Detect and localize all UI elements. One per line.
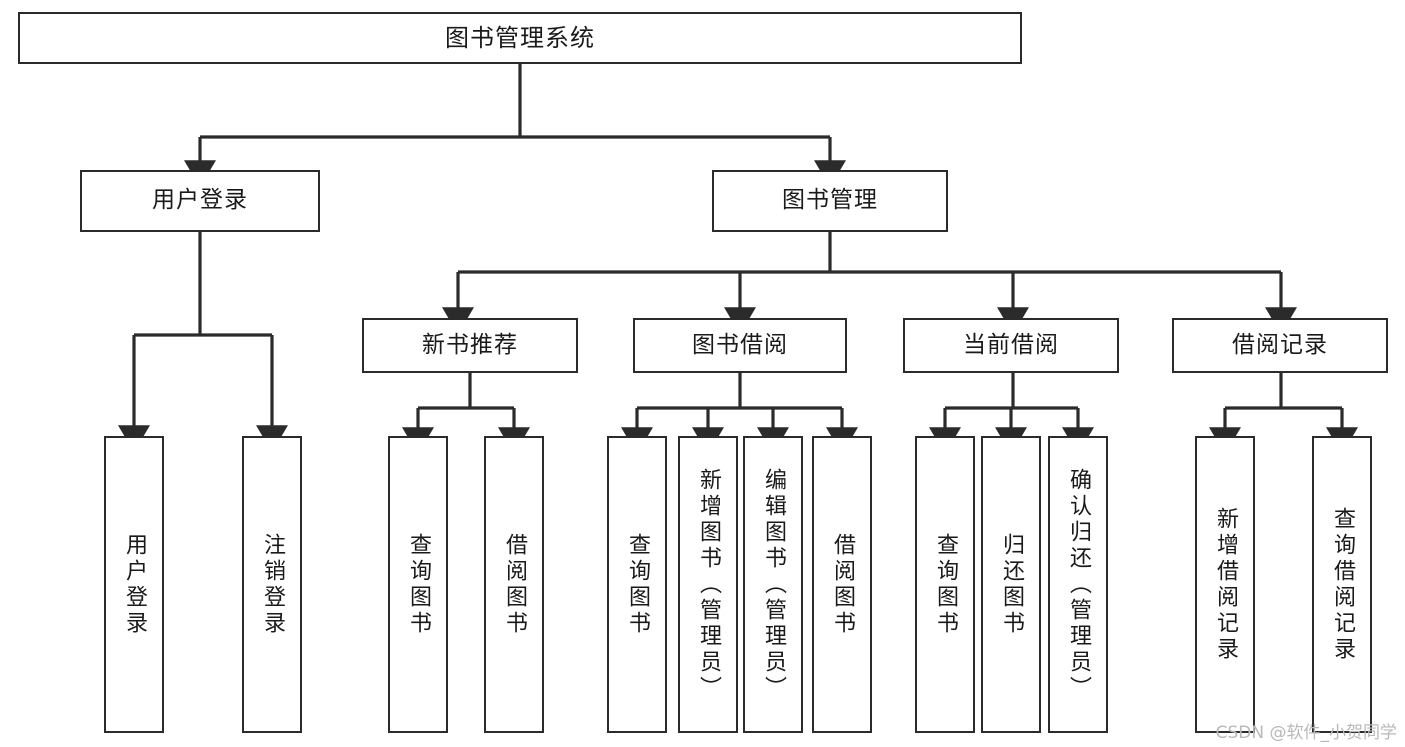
- node-book-borrow[interactable]: 图书借阅: [633, 318, 847, 373]
- node-label: 借阅图书: [830, 532, 855, 637]
- node-label: 查询借阅记录: [1330, 506, 1355, 663]
- node-label: 新增借阅记录: [1213, 506, 1238, 663]
- node-root-book-management-system[interactable]: 图书管理系统: [18, 12, 1022, 64]
- leaf-edit-book-admin[interactable]: 编辑图书（管理员）: [743, 436, 803, 733]
- node-label: 图书借阅: [692, 331, 788, 358]
- node-label: 注销登录: [260, 532, 285, 637]
- leaf-return-book[interactable]: 归还图书: [981, 436, 1041, 733]
- leaf-logout[interactable]: 注销登录: [242, 436, 302, 733]
- leaf-confirm-return-admin[interactable]: 确认归还（管理员）: [1048, 436, 1108, 733]
- node-label: 查询图书: [406, 532, 431, 637]
- node-current-borrow[interactable]: 当前借阅: [903, 318, 1119, 373]
- leaf-add-borrow-record[interactable]: 新增借阅记录: [1195, 436, 1255, 733]
- leaf-user-login[interactable]: 用户登录: [104, 436, 164, 733]
- leaf-query-book-current[interactable]: 查询图书: [915, 436, 975, 733]
- node-new-book-recommend[interactable]: 新书推荐: [362, 318, 578, 373]
- node-label: 新增图书（管理员）: [696, 467, 721, 702]
- leaf-borrow-book-recommend[interactable]: 借阅图书: [484, 436, 544, 733]
- node-label: 编辑图书（管理员）: [761, 467, 786, 702]
- leaf-query-book-recommend[interactable]: 查询图书: [388, 436, 448, 733]
- node-label: 查询图书: [933, 532, 958, 637]
- node-user-login[interactable]: 用户登录: [80, 170, 320, 232]
- leaf-borrow-book[interactable]: 借阅图书: [812, 436, 872, 733]
- leaf-query-book-borrow[interactable]: 查询图书: [607, 436, 667, 733]
- node-book-management[interactable]: 图书管理: [712, 170, 948, 232]
- node-label: 归还图书: [999, 532, 1024, 637]
- node-label: 图书管理系统: [445, 23, 595, 52]
- node-label: 图书管理: [782, 187, 878, 214]
- node-label: 用户登录: [152, 187, 248, 214]
- csdn-watermark: CSDN @软件_小贺同学: [1215, 723, 1397, 743]
- node-borrow-record[interactable]: 借阅记录: [1172, 318, 1388, 373]
- node-label: 用户登录: [122, 532, 147, 637]
- node-label: 确认归还（管理员）: [1066, 467, 1091, 702]
- node-label: 新书推荐: [422, 331, 518, 358]
- node-label: 借阅图书: [502, 532, 527, 637]
- leaf-add-book-admin[interactable]: 新增图书（管理员）: [678, 436, 738, 733]
- leaf-query-borrow-record[interactable]: 查询借阅记录: [1312, 436, 1372, 733]
- node-label: 借阅记录: [1232, 331, 1328, 358]
- node-label: 查询图书: [625, 532, 650, 637]
- node-label: 当前借阅: [963, 331, 1059, 358]
